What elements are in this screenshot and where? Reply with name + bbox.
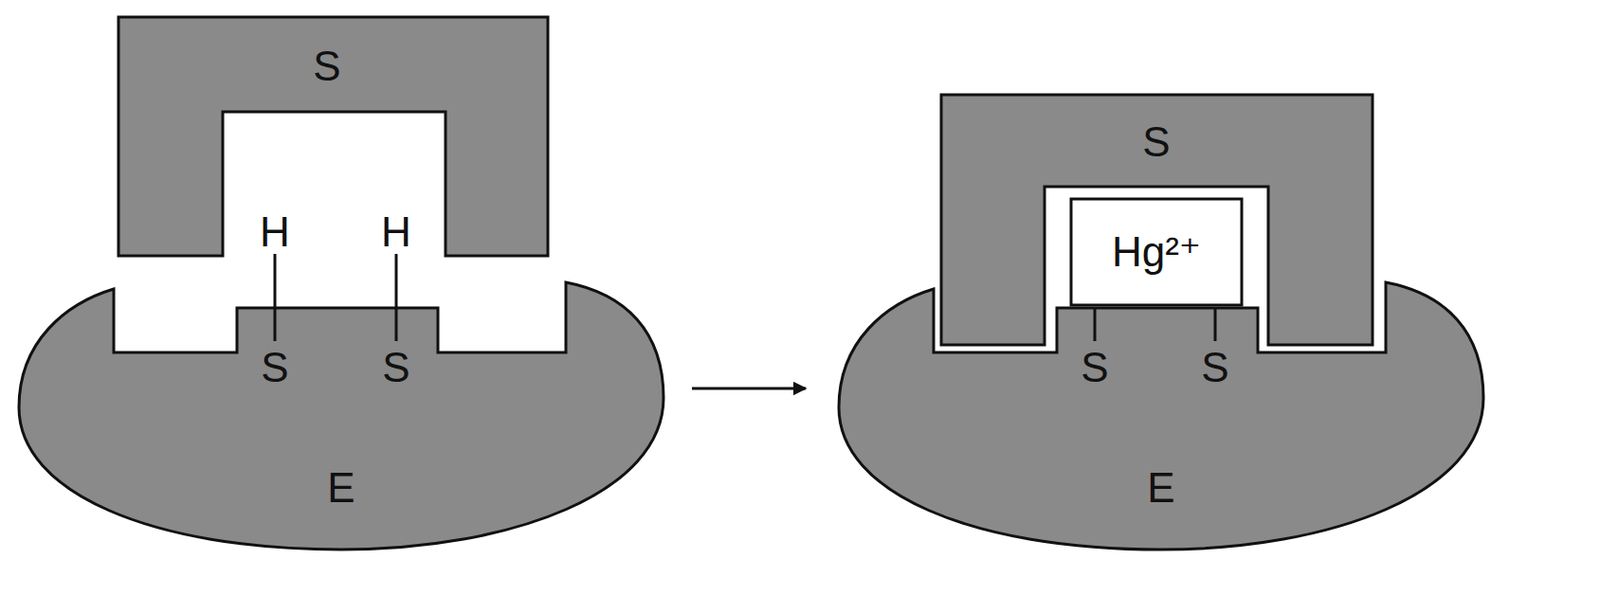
- atom-label: S: [260, 346, 289, 389]
- atom-label: S: [381, 346, 410, 389]
- reaction-arrow: [691, 387, 806, 391]
- node-text: S: [1142, 121, 1170, 164]
- atom-label: S: [1200, 346, 1229, 389]
- enzyme-shape: E: [838, 282, 1484, 550]
- atom-label: H: [381, 211, 412, 254]
- substrate-block: S: [118, 17, 548, 256]
- enzyme-shape-path: [18, 282, 664, 550]
- atom-label: S: [1080, 346, 1109, 389]
- inhibitor-box: Hg²⁺: [1071, 199, 1242, 306]
- enzyme-shape-path: [838, 282, 1484, 550]
- substrate-block-path: [118, 17, 548, 256]
- atom-label: H: [259, 211, 291, 254]
- node-text: S: [312, 45, 341, 88]
- bond-line: [1093, 309, 1097, 342]
- bond-line: [273, 254, 277, 342]
- node-text: E: [327, 467, 355, 510]
- node-text: Hg²⁺: [1111, 231, 1201, 273]
- node-text: E: [1146, 467, 1175, 510]
- enzyme-shape-outline: [838, 282, 1484, 550]
- inhibitor-box-path: [1071, 199, 1242, 306]
- enzyme-shape: E: [18, 282, 664, 550]
- bond-line: [395, 254, 399, 342]
- enzyme-shape-outline: [18, 282, 664, 550]
- bond-line: [1214, 309, 1218, 342]
